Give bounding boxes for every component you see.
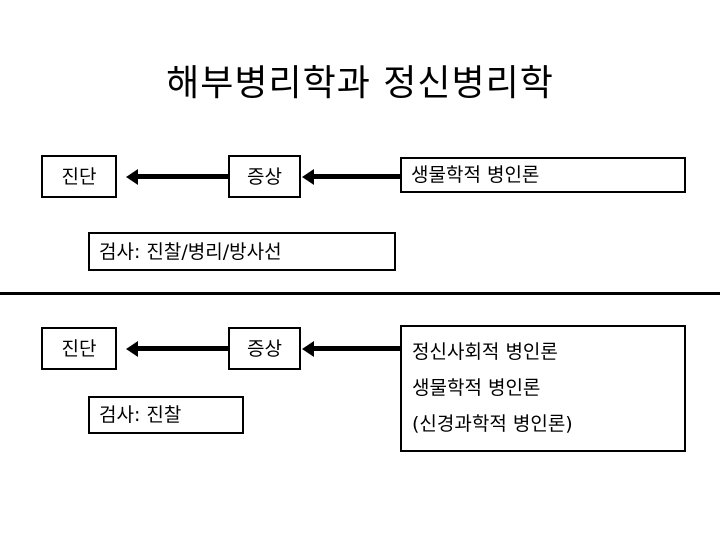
symptom-box-bottom-label: 증상 — [247, 337, 282, 360]
diagnosis-box-top[interactable]: 진단 — [41, 155, 117, 198]
tests-box-bottom-label: 검사: 진찰 — [99, 404, 182, 426]
diagnosis-box-bottom[interactable]: 진단 — [41, 327, 117, 370]
tests-box-top-label: 검사: 진찰/병리/방사선 — [99, 240, 282, 263]
arrow-etiology-to-symptom-bottom — [302, 340, 400, 357]
biological-etiology-line: 생물학적 병인론 — [412, 377, 541, 399]
page-title: 해부병리학과 정신병리학 — [166, 63, 554, 104]
biological-etiology-box-top[interactable]: 생물학적 병인론 — [400, 157, 686, 193]
arrow-symptom-to-diagnosis-top — [126, 168, 228, 185]
biological-etiology-box-top-label: 생물학적 병인론 — [411, 164, 540, 186]
tests-box-bottom[interactable]: 검사: 진찰 — [88, 396, 244, 434]
arrowhead-left-icon — [126, 340, 138, 357]
arrowhead-left-icon — [302, 168, 314, 185]
arrow-symptom-to-diagnosis-bottom — [126, 340, 228, 357]
symptom-box-bottom[interactable]: 증상 — [228, 327, 301, 370]
arrowhead-left-icon — [126, 168, 138, 185]
symptom-box-top[interactable]: 증상 — [228, 155, 301, 198]
psychosocial-etiology-line: 정신사회적 병인론 — [412, 341, 558, 363]
neuroscientific-etiology-line: (신경과학적 병인론) — [412, 413, 573, 435]
symptom-box-top-label: 증상 — [247, 165, 282, 188]
section-divider — [0, 292, 720, 295]
arrow-etiology-to-symptom-top — [302, 168, 400, 185]
diagnosis-box-bottom-label: 진단 — [61, 337, 97, 360]
diagnosis-box-top-label: 진단 — [61, 165, 97, 188]
arrowhead-left-icon — [302, 340, 314, 357]
psychiatric-etiology-box[interactable]: 정신사회적 병인론 생물학적 병인론 (신경과학적 병인론) — [400, 325, 686, 452]
tests-box-top[interactable]: 검사: 진찰/병리/방사선 — [88, 232, 396, 271]
